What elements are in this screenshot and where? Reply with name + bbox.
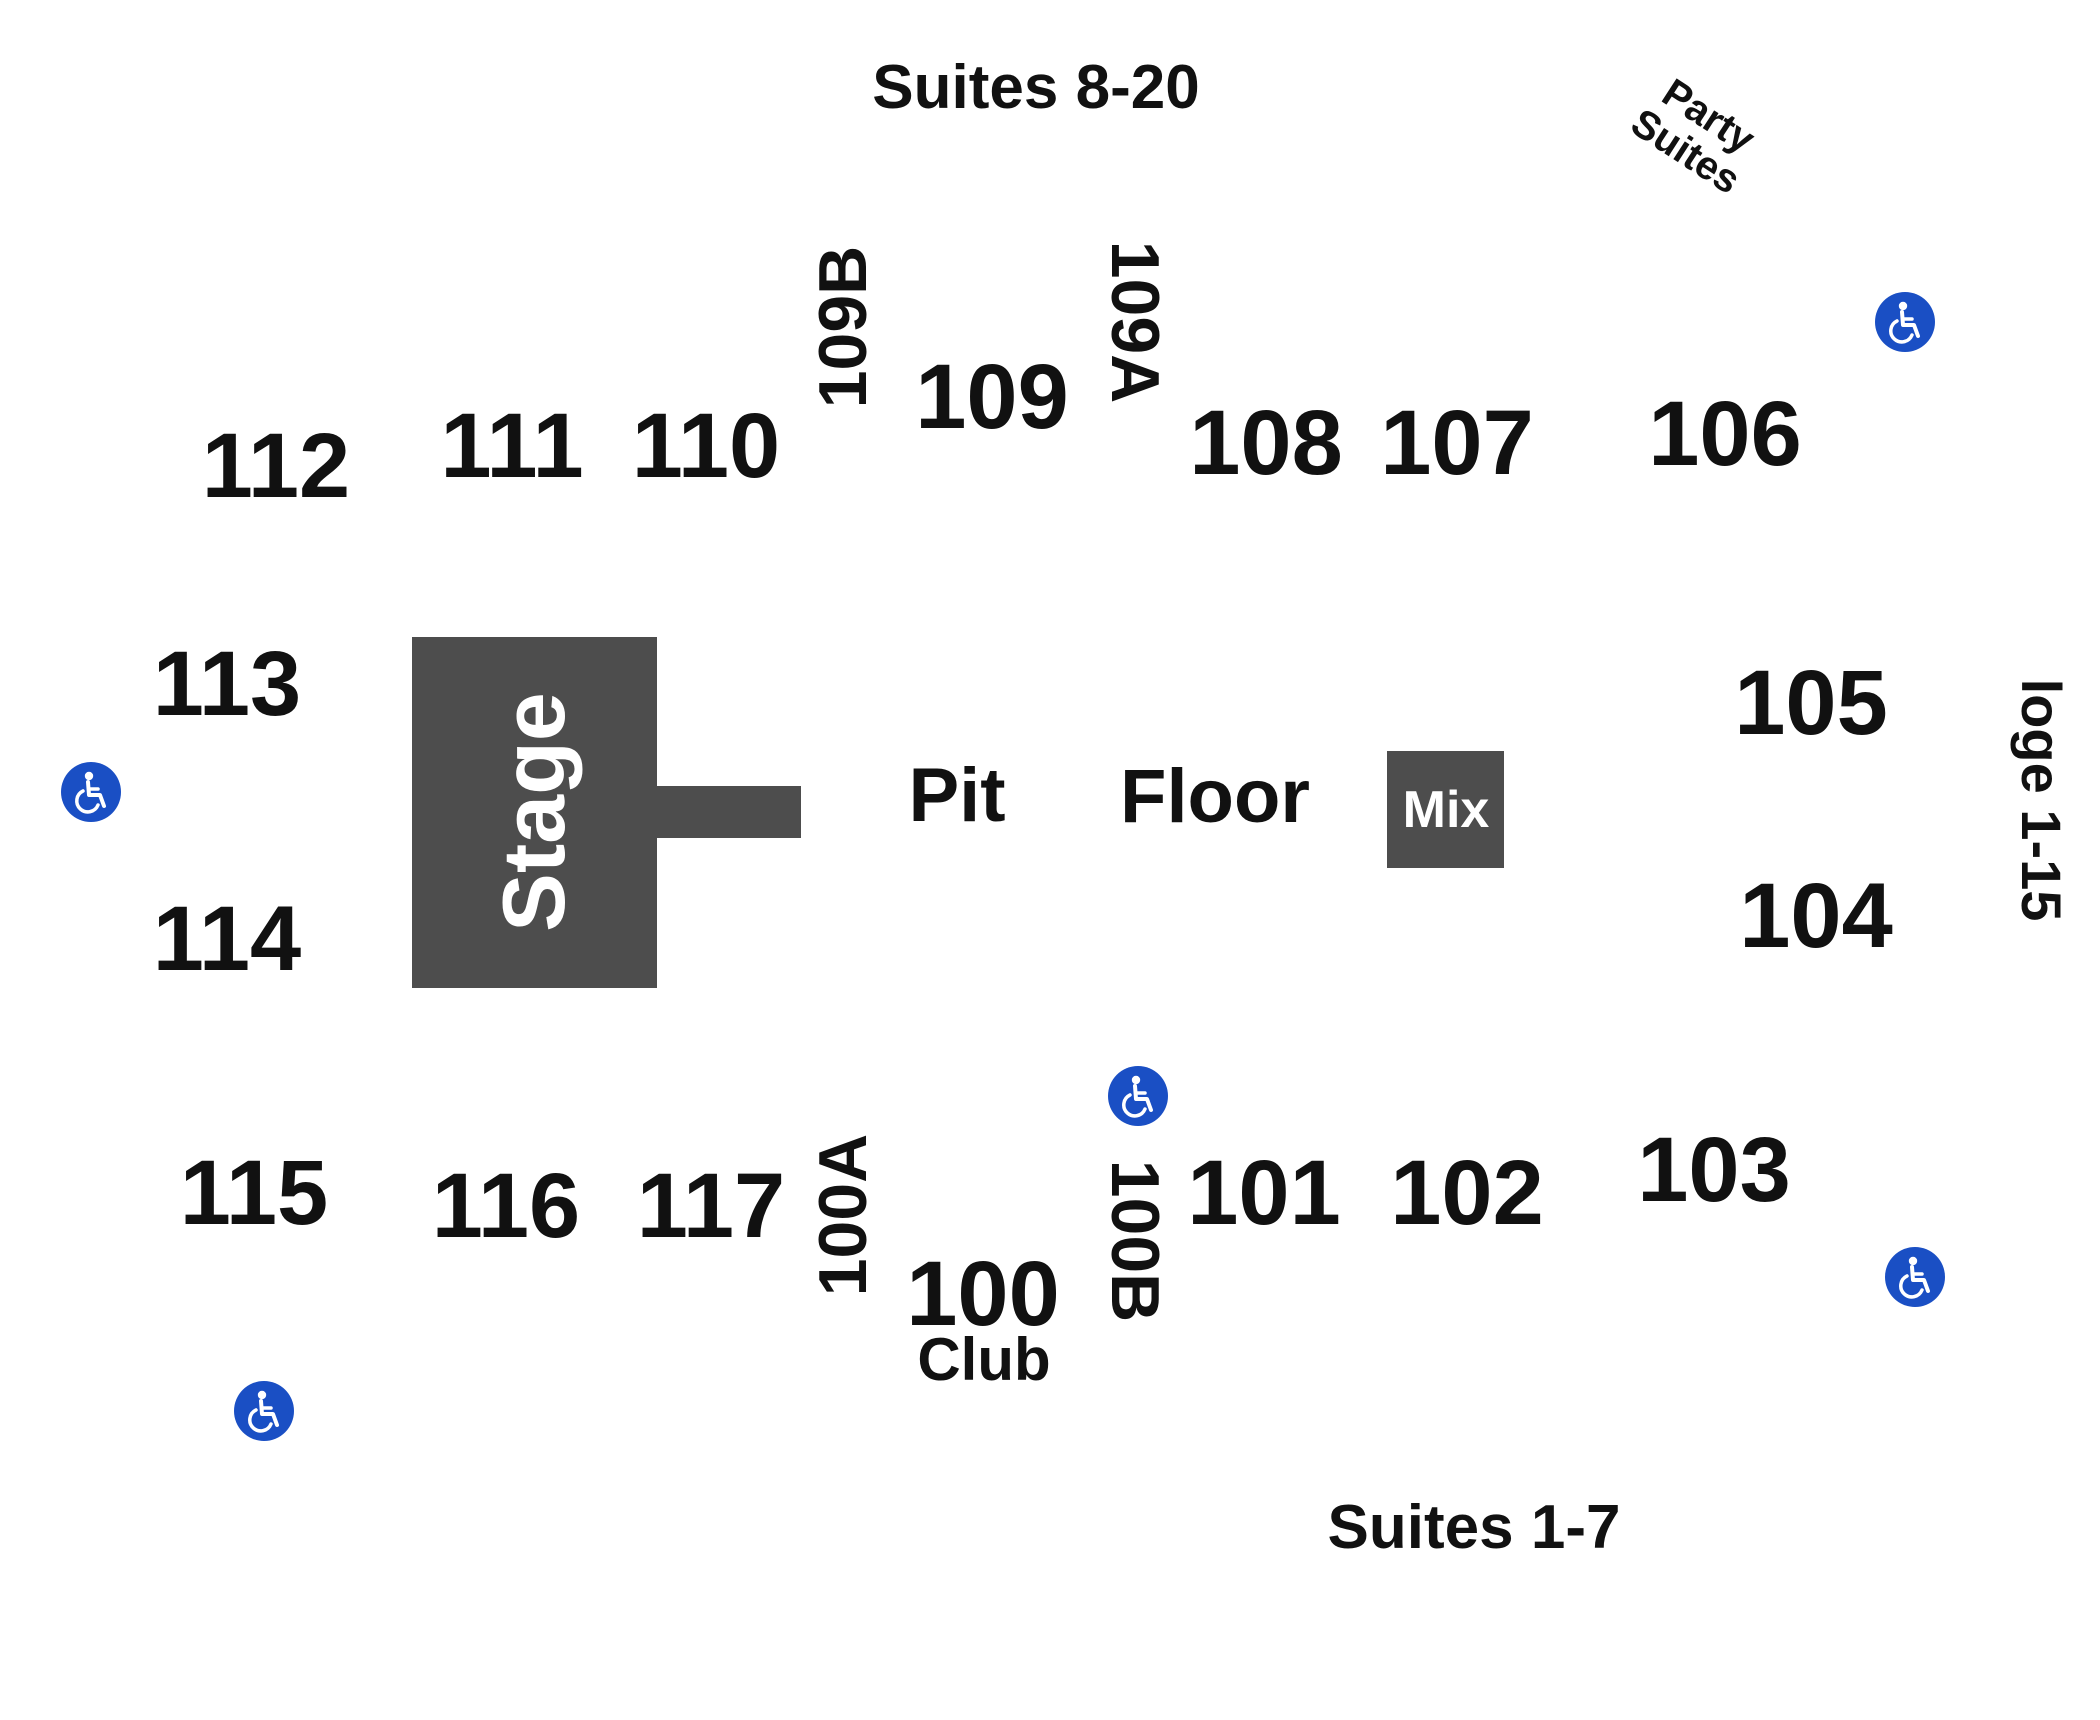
section-109a[interactable]: 109A (1097, 240, 1173, 404)
section-107[interactable]: 107 (1380, 392, 1534, 494)
wheelchair-accessible-icon (1884, 1246, 1946, 1308)
section-108[interactable]: 108 (1189, 392, 1343, 494)
section-109[interactable]: 109 (915, 346, 1069, 448)
section-116[interactable]: 116 (431, 1155, 581, 1257)
suites-8-20-label: Suites 8-20 (872, 53, 1200, 122)
stage (412, 637, 657, 988)
section-115[interactable]: 115 (179, 1142, 329, 1244)
section-110[interactable]: 110 (631, 395, 781, 497)
section-106[interactable]: 106 (1648, 383, 1802, 485)
section-112[interactable]: 112 (201, 415, 351, 517)
floor-section[interactable]: Floor (1120, 754, 1310, 839)
section-114[interactable]: 114 (152, 888, 302, 990)
section-102[interactable]: 102 (1390, 1142, 1544, 1244)
stage-runway (656, 786, 801, 838)
section-101[interactable]: 101 (1187, 1142, 1341, 1244)
mix-position (1387, 751, 1504, 868)
section-100a[interactable]: 100A (805, 1133, 881, 1297)
party-suites-label: Party Suites (1623, 66, 1770, 203)
suites-1-7-label: Suites 1-7 (1327, 1493, 1621, 1562)
section-100b[interactable]: 100B (1097, 1159, 1173, 1323)
section-113[interactable]: 113 (152, 633, 302, 735)
wheelchair-accessible-icon (233, 1380, 295, 1442)
section-111[interactable]: 111 (440, 395, 584, 497)
mix-label: Mix (1402, 781, 1490, 839)
club-label: Club (917, 1326, 1051, 1393)
section-100[interactable]: 100 (906, 1243, 1060, 1345)
loge-1-15-label: loge 1-15 (2010, 678, 2073, 922)
wheelchair-accessible-icon (60, 761, 122, 823)
pit-section[interactable]: Pit (908, 753, 1006, 838)
section-104[interactable]: 104 (1739, 865, 1893, 967)
wheelchair-accessible-icon (1874, 291, 1936, 353)
section-103[interactable]: 103 (1637, 1119, 1791, 1221)
section-117[interactable]: 117 (636, 1155, 786, 1257)
wheelchair-accessible-icon (1107, 1065, 1169, 1127)
stage-label: Stage (484, 692, 583, 932)
section-109b[interactable]: 109B (805, 245, 881, 409)
section-105[interactable]: 105 (1734, 652, 1888, 754)
